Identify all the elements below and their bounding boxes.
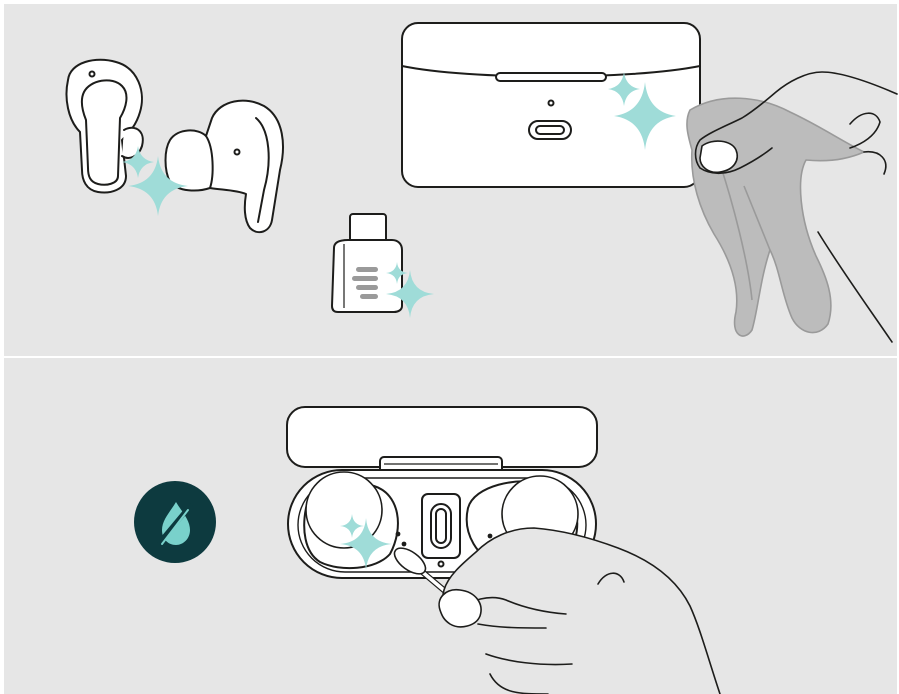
charging-case-closed-icon xyxy=(402,23,700,187)
bottom-panel-cleaning-interior xyxy=(0,358,899,694)
case-led xyxy=(549,101,554,106)
no-liquid-icon xyxy=(134,481,216,563)
top-panel-cleaning-exterior xyxy=(0,0,899,356)
case-led-bar xyxy=(496,73,606,81)
